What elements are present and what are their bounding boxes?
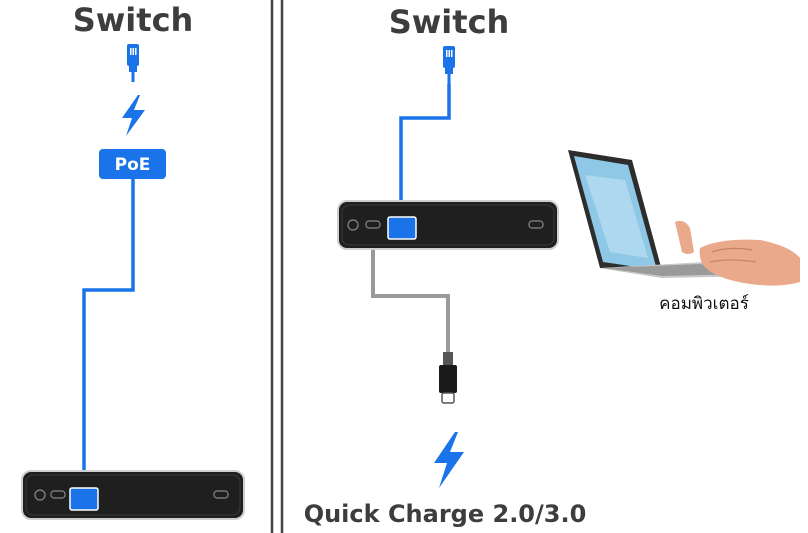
left-device [21, 470, 245, 520]
usb-c-plug-icon [439, 352, 457, 404]
right-device [337, 200, 559, 250]
lightning-bolt-icon [434, 432, 464, 488]
right-ethernet-cable [399, 84, 451, 226]
poe-badge-label: PoE [115, 155, 151, 175]
usb-c-cable [371, 226, 450, 355]
ethernet-plug-icon [443, 46, 455, 84]
lightning-bolt-icon [122, 95, 145, 136]
poe-badge: PoE [99, 149, 166, 179]
panel-divider [270, 0, 284, 533]
left-ethernet-cable [82, 179, 135, 492]
ethernet-plug-icon [127, 44, 139, 82]
left-switch-title: Switch [73, 1, 194, 39]
hand-icon [675, 220, 800, 286]
quick-charge-label: Quick Charge 2.0/3.0 [304, 500, 587, 528]
right-switch-title: Switch [389, 3, 510, 41]
computer-label: คอมพิวเตอร์ [659, 294, 749, 314]
